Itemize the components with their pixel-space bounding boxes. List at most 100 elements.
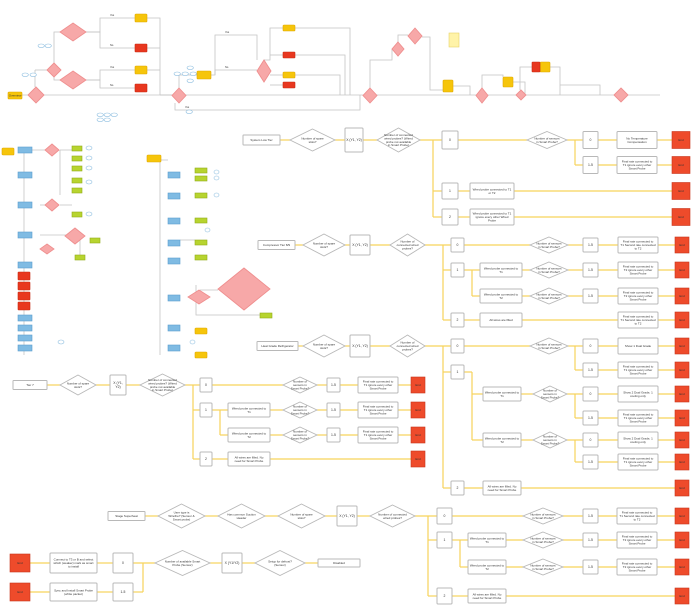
process-box[interactable]: X (Y1, Y2) (344, 127, 364, 153)
action-node[interactable] (194, 327, 208, 335)
error-node[interactable] (17, 291, 31, 301)
end-terminal[interactable]: End (674, 453, 690, 471)
ref-badge[interactable] (85, 211, 93, 217)
action-node[interactable] (539, 61, 551, 73)
result-node[interactable] (194, 239, 208, 246)
error-node[interactable] (134, 43, 148, 53)
action-node[interactable] (502, 76, 514, 88)
process-box[interactable]: X (Y1, Y2) (349, 334, 371, 358)
result-node[interactable] (71, 211, 83, 218)
process-box[interactable]: 1-5 (582, 156, 599, 174)
condition-diamond[interactable] (475, 87, 489, 104)
result-node[interactable] (194, 175, 208, 182)
start-box[interactable]: Disabled (317, 558, 361, 568)
start-box[interactable]: Heat Grade Refrigerator (256, 341, 299, 351)
end-terminal[interactable]: End (674, 558, 690, 576)
process-box[interactable]: 1 (450, 262, 465, 278)
decision-diamond[interactable]: Setup for defrost?(Sensor) (253, 549, 307, 577)
state-node[interactable] (17, 171, 33, 179)
condition-diamond[interactable] (256, 59, 272, 83)
sticky-note[interactable] (448, 32, 460, 48)
process-box[interactable]: X (Y1/Y2) (221, 552, 243, 574)
process-box[interactable]: 0 (199, 377, 213, 393)
end-terminal[interactable]: End (410, 401, 426, 419)
result-node[interactable] (194, 217, 208, 224)
condition-diamond[interactable] (217, 267, 271, 311)
process-box[interactable]: 1-5 (582, 410, 599, 426)
process-box[interactable]: 2 (436, 587, 453, 605)
ref-badge[interactable] (185, 109, 193, 114)
process-box[interactable]: 0 (582, 386, 599, 402)
process-box[interactable]: 1-5 (582, 532, 599, 548)
ref-badge[interactable] (213, 192, 220, 198)
process-box[interactable]: 2 (450, 480, 465, 496)
condition-diamond[interactable] (59, 22, 87, 42)
result-node[interactable] (71, 177, 83, 184)
condition-diamond[interactable] (391, 41, 405, 57)
process-box[interactable]: 1-5 (582, 288, 599, 304)
state-node[interactable] (17, 344, 33, 352)
state-node[interactable] (17, 146, 33, 154)
end-terminal[interactable]: End (674, 507, 690, 525)
process-box[interactable]: 1-5 (582, 559, 599, 575)
end-terminal[interactable]: End (674, 531, 690, 549)
ref-badge[interactable] (110, 112, 118, 117)
start-box[interactable]: Compressor Tier 8/9 (257, 240, 296, 250)
state-node[interactable] (17, 314, 33, 322)
process-box[interactable]: 0 (436, 507, 453, 525)
end-terminal[interactable]: End (674, 431, 690, 449)
result-node[interactable] (71, 187, 83, 194)
ref-badge[interactable] (103, 112, 111, 117)
end-terminal[interactable]: End (674, 236, 690, 254)
ref-badge[interactable] (96, 112, 104, 117)
end-terminal[interactable]: End (674, 587, 690, 605)
condition-diamond[interactable] (515, 89, 527, 101)
ref-badge[interactable] (213, 169, 220, 175)
end-terminal[interactable]: End (674, 261, 690, 279)
ref-badge[interactable] (189, 339, 196, 345)
end-terminal[interactable]: End (674, 385, 690, 403)
condition-diamond[interactable] (171, 87, 187, 104)
process-box[interactable]: X (Y1,Y2) (109, 374, 127, 396)
ref-badge[interactable] (29, 72, 37, 77)
end-terminal[interactable]: End (9, 582, 31, 602)
end-terminal[interactable]: End (9, 553, 31, 573)
process-box[interactable]: 1-5 (326, 402, 341, 418)
state-node[interactable] (167, 239, 181, 247)
state-node[interactable] (17, 334, 33, 342)
error-node[interactable] (282, 81, 296, 89)
end-terminal[interactable]: End (674, 287, 690, 305)
action-node[interactable] (282, 24, 296, 32)
end-terminal[interactable]: End (671, 131, 691, 149)
action-node[interactable] (282, 71, 296, 79)
start-box[interactable]: Tier 7 (12, 380, 48, 390)
condition-diamond[interactable] (46, 62, 62, 78)
ref-badge[interactable] (204, 227, 211, 233)
